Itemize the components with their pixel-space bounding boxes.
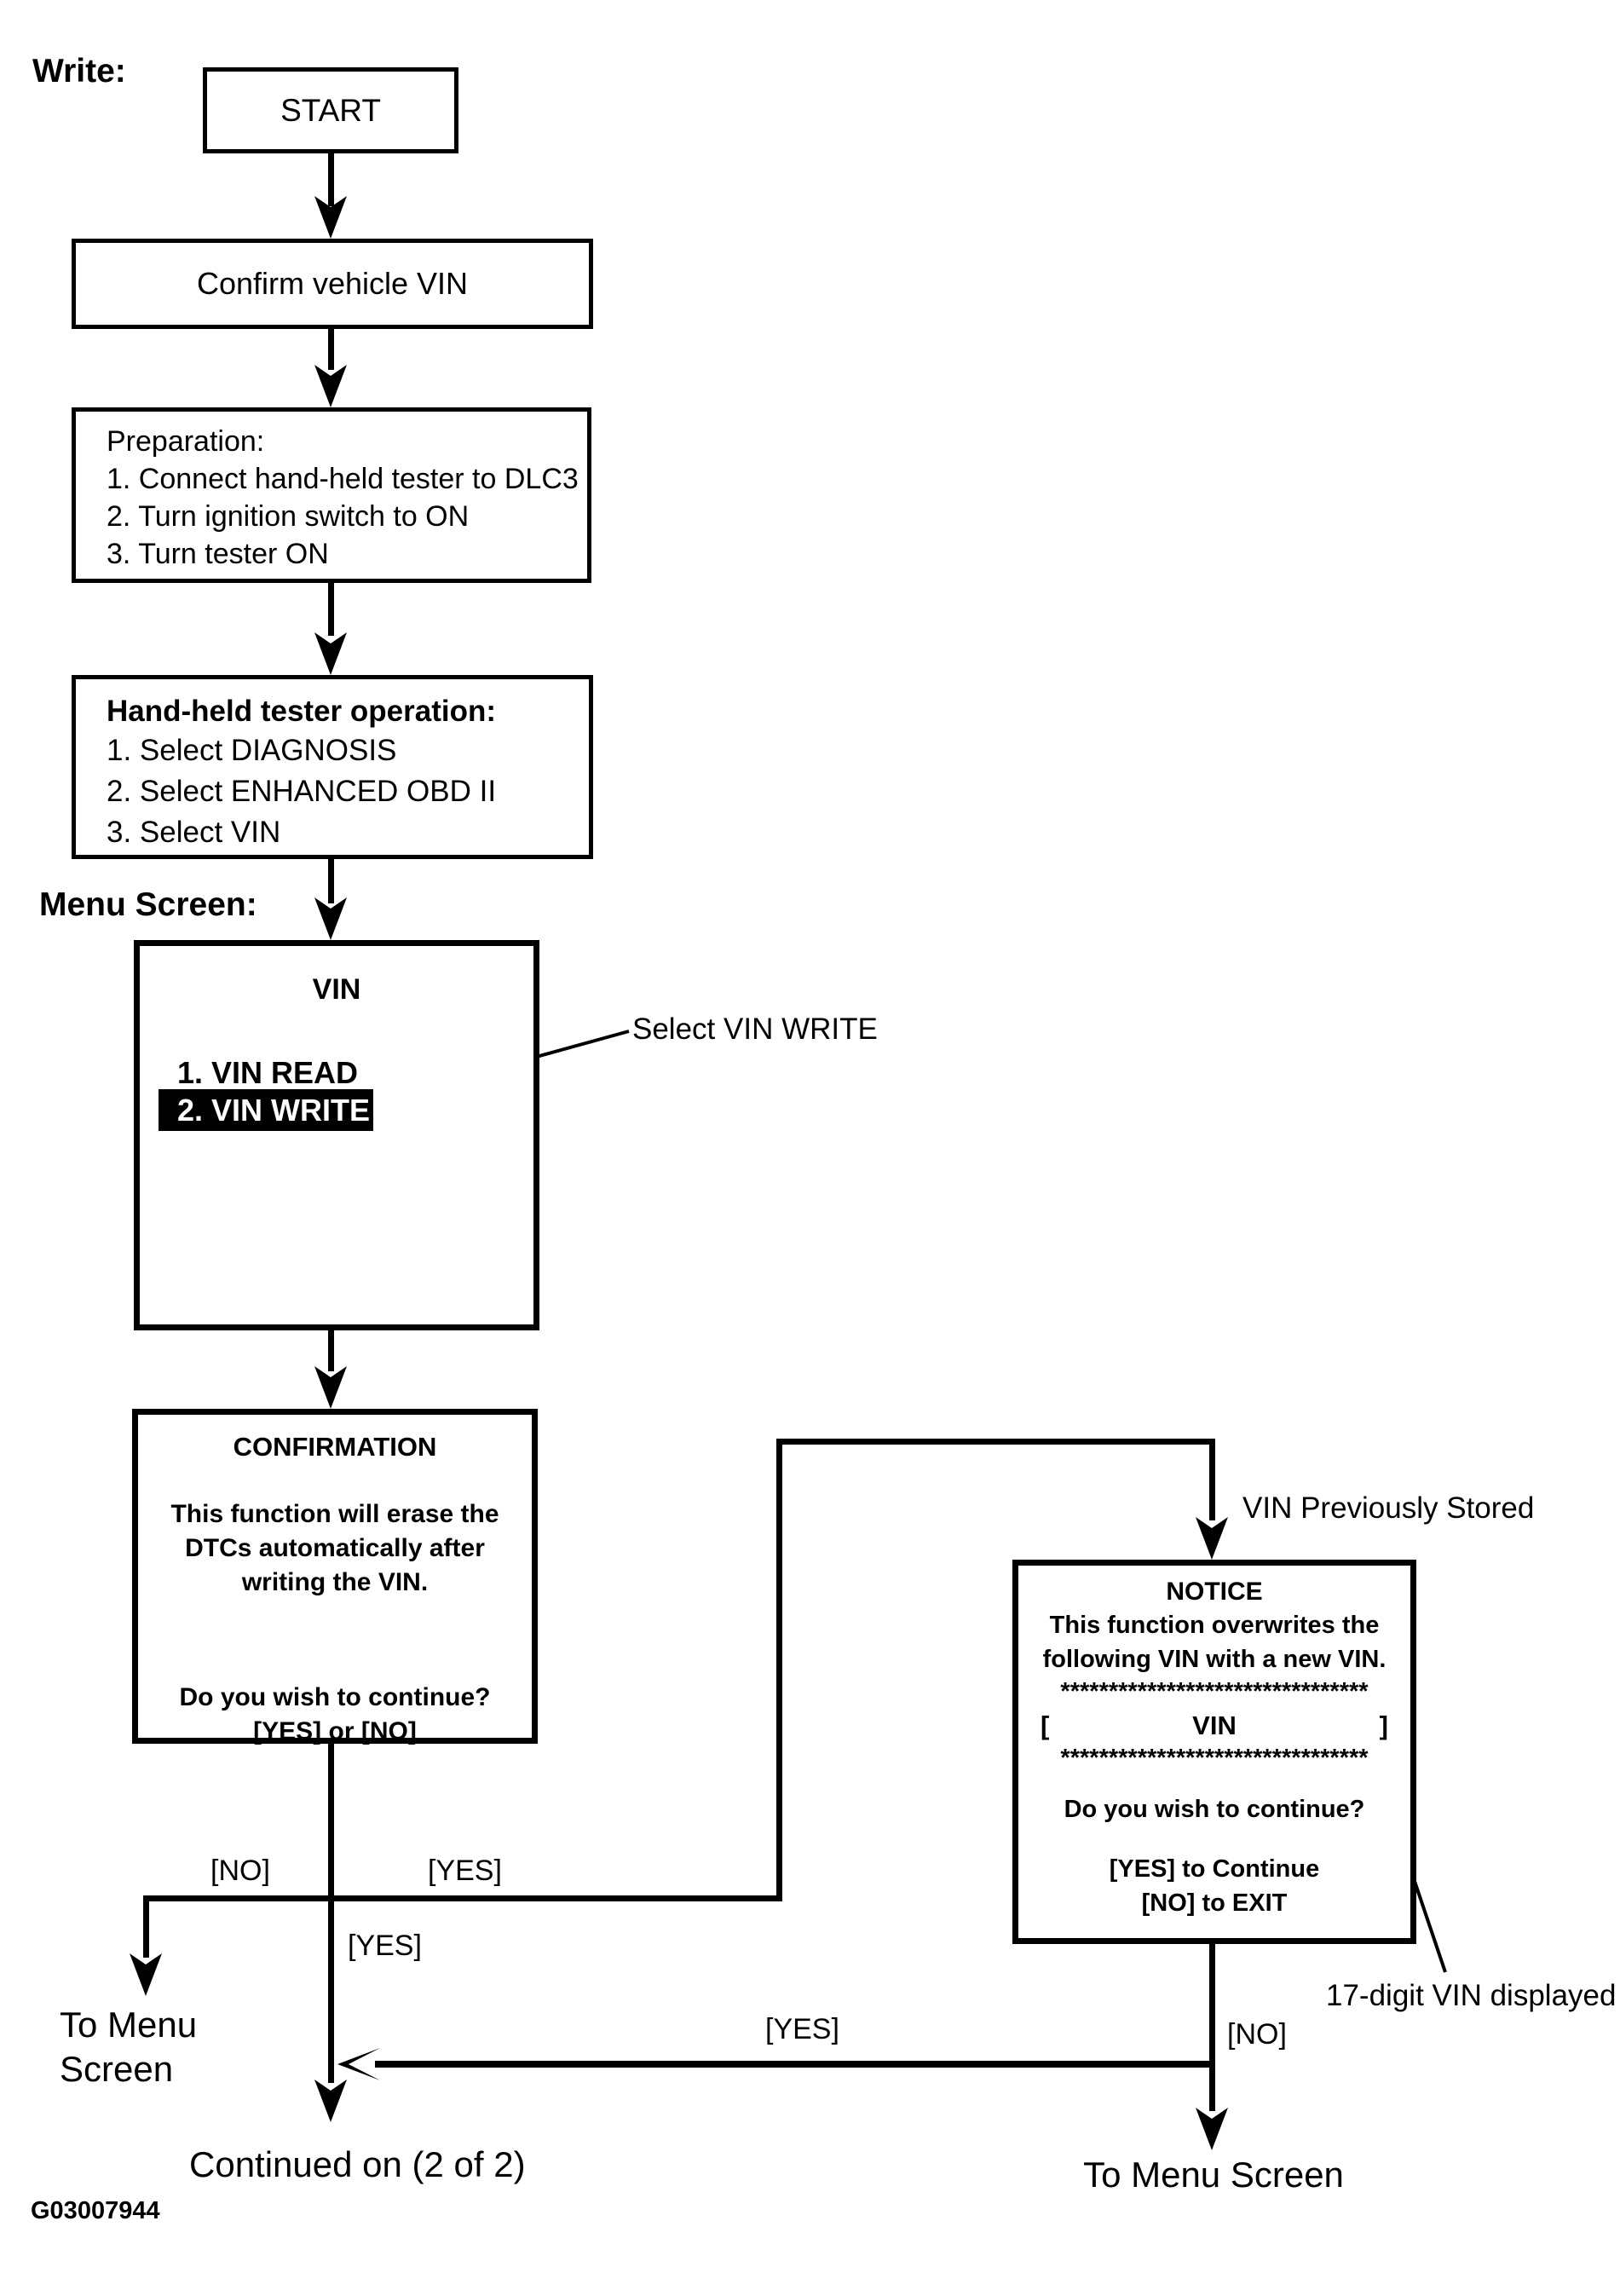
vin-menu-title: VIN [312, 973, 361, 1006]
notice-question: Do you wish to continue? [1064, 1796, 1365, 1823]
edge-label-yes: [YES] [348, 1930, 422, 1962]
start-box-label: START [280, 92, 381, 128]
confirmation-text-line: writing the VIN. [241, 1568, 429, 1596]
menu-item-vin-read: 1. VIN READ [177, 1055, 359, 1090]
terminal-to-menu-line1: To Menu [60, 2005, 198, 2045]
tester-operation-step: 2. Select ENHANCED OBD II [107, 775, 497, 808]
notice-vin-row: [ VIN ] [1018, 1710, 1410, 1741]
notice-no-option: [NO] to EXIT [1141, 1889, 1288, 1917]
arrowhead-down-icon [314, 2080, 347, 2122]
arrowhead-down-icon [314, 897, 347, 940]
figure-id: G03007944 [31, 2197, 160, 2224]
confirmation-title: CONFIRMATION [233, 1432, 437, 1462]
connector-no-tomenu [143, 1900, 149, 1958]
terminal-to-menu-line2: Screen [60, 2049, 174, 2089]
confirmation-options: [YES] or [NO] [253, 1717, 417, 1745]
notice-stars-row: ******************************** [1060, 1678, 1369, 1705]
confirmation-text-line: DTCs automatically after [185, 1534, 485, 1562]
confirm-vin-label: Confirm vehicle VIN [196, 266, 469, 301]
notice-title: NOTICE [1166, 1578, 1263, 1606]
notice-vin-open-bracket: [ [1041, 1710, 1050, 1740]
connector-yes-into-notice [1209, 1439, 1215, 1520]
edge-label-no: [NO] [210, 1855, 270, 1887]
confirmation-question: Do you wish to continue? [179, 1683, 491, 1711]
arrowhead-down-icon [1196, 2108, 1228, 2150]
terminal-to-menu-right: To Menu Screen [1083, 2155, 1344, 2195]
preparation-title: Preparation: [107, 425, 265, 458]
menu-screen-section-label: Menu Screen: [39, 886, 257, 923]
connector-confirm-preparation [328, 329, 334, 370]
select-vin-write-annotation: Select VIN WRITE [632, 1012, 878, 1046]
confirmation-text-line: This function will erase the [170, 1500, 499, 1528]
arrowhead-down-icon [314, 1366, 347, 1409]
tester-operation-step: 3. Select VIN [107, 816, 281, 849]
write-section-label: Write: [32, 53, 126, 89]
notice-text-line: This function overwrites the [1049, 1612, 1380, 1639]
arrowhead-down-icon [314, 365, 347, 407]
menu-item-vin-write: 2. VIN WRITE [177, 1092, 371, 1128]
notice-stars-row: ******************************** [1060, 1745, 1369, 1772]
menu-item-vin-write-highlight: 2. VIN WRITE [159, 1089, 373, 1131]
arrowhead-down-icon [130, 1953, 162, 1996]
notice-vin-close-bracket: ] [1379, 1710, 1388, 1740]
arrowhead-down-icon [314, 632, 347, 675]
vin-previously-stored-annotation: VIN Previously Stored [1242, 1491, 1535, 1525]
vin-menu-screen-box: VIN 1. VIN READ 2. VIN WRITE [134, 940, 539, 1330]
preparation-step: 2. Turn ignition switch to ON [107, 500, 470, 533]
connector-yes-continued [328, 1900, 334, 2083]
preparation-step: 1. Connect hand-held tester to DLC3 [107, 463, 579, 495]
start-box: START [203, 67, 458, 153]
seventeen-digit-vin-annotation: 17-digit VIN displayed [1326, 1979, 1617, 2012]
connector-preparation-tester [328, 583, 334, 636]
arrowhead-down-icon [1196, 1517, 1228, 1560]
connector-yes-return [375, 2061, 1213, 2068]
tester-operation-box: Hand-held tester operation: 1. Select DI… [72, 675, 593, 859]
connector-yes-up [776, 1439, 782, 1901]
notice-text-line: following VIN with a new VIN. [1042, 1646, 1387, 1673]
tester-operation-title: Hand-held tester operation: [107, 695, 496, 728]
preparation-box: Preparation: 1. Connect hand-held tester… [72, 407, 591, 583]
connector-vinmenu-confirmation [328, 1330, 334, 1371]
connector-confirmation-branch [328, 1744, 334, 1901]
branch-horizontal-line [143, 1895, 782, 1901]
connector-no-tomenu-right [1209, 1944, 1215, 2111]
connector-start-confirm [328, 153, 334, 206]
terminal-continued: Continued on (2 of 2) [189, 2144, 526, 2184]
connector-tester-vinmenu [328, 859, 334, 903]
tester-operation-step: 1. Select DIAGNOSIS [107, 734, 397, 767]
edge-label-yes: [YES] [428, 1855, 502, 1887]
confirm-vin-box: Confirm vehicle VIN [72, 239, 593, 329]
confirmation-screen-box: CONFIRMATION This function will erase th… [132, 1409, 538, 1745]
arrowhead-left-icon [337, 2048, 380, 2080]
edge-label-yes: [YES] [765, 2013, 839, 2045]
preparation-step: 3. Turn tester ON [107, 538, 329, 570]
edge-label-no: [NO] [1227, 2018, 1287, 2051]
notice-screen-box: NOTICE This function overwrites the foll… [1012, 1560, 1416, 1944]
notice-yes-option: [YES] to Continue [1109, 1855, 1320, 1883]
notice-vin-label: VIN [1192, 1710, 1237, 1740]
connector-yes-across [776, 1439, 1215, 1445]
